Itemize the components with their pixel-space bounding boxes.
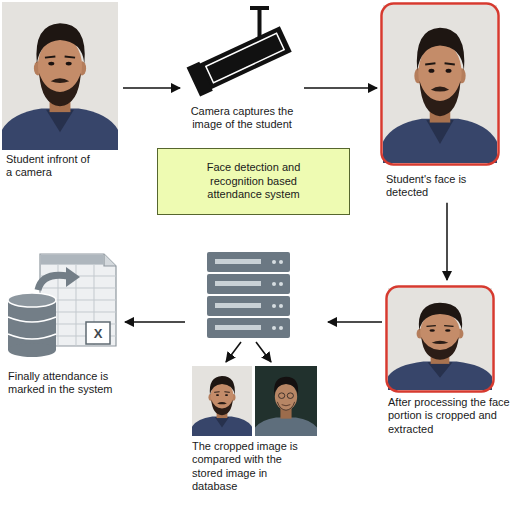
camera-step: Camera captures the image of the student xyxy=(183,5,301,132)
camera-stripe xyxy=(206,33,284,82)
step-caption: Student's face is detected xyxy=(380,173,476,200)
compare-arrow xyxy=(256,342,271,362)
camera-icon xyxy=(187,6,293,97)
server-unit xyxy=(207,274,290,294)
picture-space xyxy=(188,248,325,440)
step-caption: After processing the face portion is cro… xyxy=(385,396,514,436)
box-title: Face detection and recognition based att… xyxy=(198,161,310,201)
step-caption: The cropped image is compared with the s… xyxy=(188,440,310,494)
server-light xyxy=(272,326,276,330)
captured-face xyxy=(192,366,252,436)
server-light xyxy=(279,304,283,308)
picture-space xyxy=(0,0,120,153)
server-unit xyxy=(207,296,290,316)
box-content: Face detection and recognition based att… xyxy=(198,161,310,201)
import-arrow xyxy=(38,275,68,290)
server-light xyxy=(272,260,276,264)
compare-step: The cropped image is compared with the s… xyxy=(188,248,325,494)
server-light xyxy=(272,304,276,308)
step-caption: Student infront of a camera xyxy=(0,153,91,180)
crop-frame xyxy=(387,287,494,392)
step-caption: Camera captures the image of the student xyxy=(183,105,301,132)
server-icon xyxy=(207,252,290,338)
excel-mark: X xyxy=(86,322,110,344)
flow-arrow xyxy=(446,203,448,280)
cropped-face xyxy=(388,288,492,390)
flow-arrow xyxy=(328,321,382,323)
database-base xyxy=(8,343,56,357)
server-light xyxy=(279,260,283,264)
server-slot xyxy=(215,259,261,264)
stored-face xyxy=(255,366,317,436)
database-top xyxy=(8,293,56,307)
server-unit xyxy=(207,318,290,338)
photo-step: Student infront of a camera xyxy=(0,0,120,180)
database-band xyxy=(8,317,56,339)
server-light xyxy=(279,282,283,286)
flow-arrow xyxy=(125,321,185,323)
detection-step: Student's face is detected xyxy=(380,2,502,200)
picture-space xyxy=(4,250,122,370)
camera-body xyxy=(198,26,291,89)
detected-photo xyxy=(383,5,497,163)
server-unit xyxy=(207,252,290,272)
picture-space xyxy=(385,283,515,396)
flow-arrow xyxy=(123,87,180,89)
sheet-fold xyxy=(104,254,116,266)
spreadsheet-icon xyxy=(8,254,116,357)
import-arrow-head xyxy=(66,267,80,287)
step-caption: Finally attendance is marked in the syst… xyxy=(4,370,122,397)
attendance-step: Finally attendance is marked in the syst… xyxy=(4,250,122,397)
student-photo xyxy=(2,2,118,150)
server-slot xyxy=(215,281,261,286)
compare-arrow xyxy=(226,342,241,362)
flow-arrow xyxy=(304,87,377,89)
crop-step: After processing the face portion is cro… xyxy=(385,283,515,436)
detection-frame xyxy=(382,4,499,165)
server-slot xyxy=(215,303,261,308)
server-light xyxy=(279,326,283,330)
system-title-box: Face detection and recognition based att… xyxy=(157,148,350,215)
picture-space xyxy=(380,2,502,173)
sheet-header xyxy=(41,255,104,265)
camera-mount xyxy=(258,8,262,38)
server-light xyxy=(272,282,276,286)
excel-badge xyxy=(86,322,110,344)
server-slot xyxy=(215,325,261,330)
picture-space xyxy=(183,5,301,105)
camera-lens xyxy=(187,62,213,97)
